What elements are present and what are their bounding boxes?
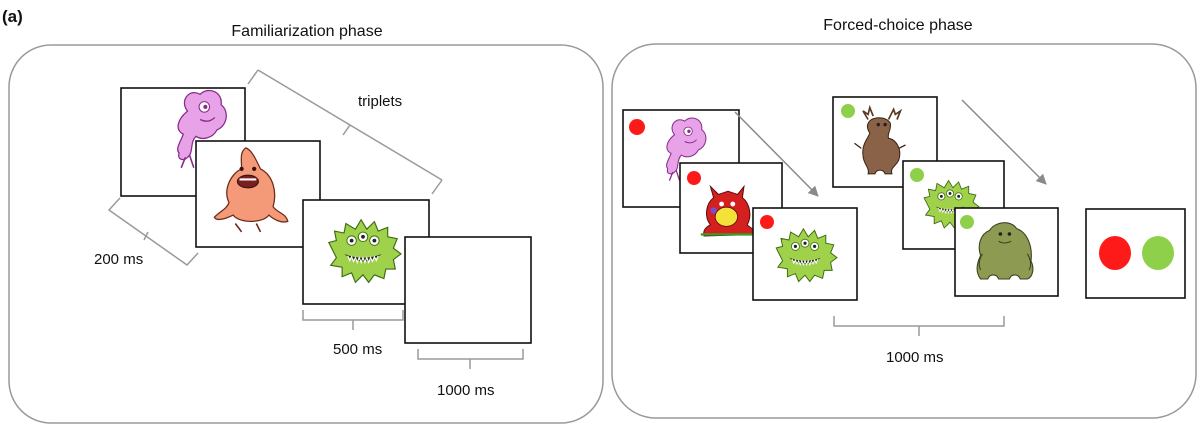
red-dot-icon <box>629 119 645 135</box>
red-dot-icon <box>760 215 774 229</box>
timing-200ms: 200 ms <box>94 251 143 268</box>
bracket-1000ms-right <box>833 316 1005 336</box>
bracket-200ms <box>107 197 199 266</box>
sequence-arrow-b <box>961 99 1047 185</box>
triplets-label: triplets <box>358 93 402 110</box>
green-choice-icon <box>1142 236 1174 270</box>
familiarization-frame <box>8 44 604 424</box>
green-dot-icon <box>910 168 924 182</box>
green-dot-icon <box>960 215 974 229</box>
timing-1000ms-left: 1000 ms <box>437 382 495 399</box>
triplets-bracket <box>247 69 443 195</box>
sequence-arrow-a <box>734 111 819 197</box>
familiarization-title: Familiarization phase <box>231 23 382 40</box>
green-dot-icon <box>841 104 855 118</box>
panel-label: (a) <box>2 7 23 26</box>
forced-choice-title: Forced-choice phase <box>823 17 973 34</box>
stimulus-card-2 <box>195 140 321 248</box>
forced-choice-frame <box>611 43 1197 419</box>
timing-500ms: 500 ms <box>333 341 382 358</box>
red-dot-icon <box>687 171 701 185</box>
blank-card <box>404 236 532 344</box>
forced-choice-panel: Forced-choice phase 1000 ms <box>611 17 1197 419</box>
bracket-500ms <box>302 310 404 330</box>
timing-1000ms-right: 1000 ms <box>886 349 944 366</box>
bracket-1000ms-left <box>417 349 524 369</box>
red-choice-icon <box>1099 236 1131 270</box>
familiarization-panel: Familiarization phase triplets 200 ms 50… <box>8 23 604 424</box>
